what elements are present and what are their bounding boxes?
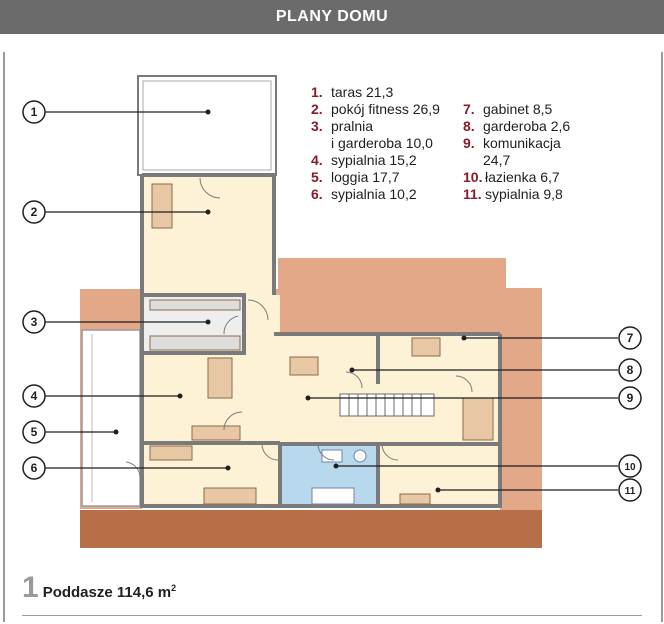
marker-4-circle — [22, 384, 46, 408]
legend-label: łazienka 6,7 — [485, 169, 560, 185]
roof-right — [278, 258, 506, 334]
leader-dots — [113, 109, 467, 493]
marker-4: 4 — [31, 389, 38, 403]
legend-item: 10.łazienka 6,7 — [463, 169, 570, 186]
legend-label: loggia 17,7 — [331, 169, 400, 185]
legend-number: 9. — [463, 135, 475, 151]
marker-5: 5 — [31, 425, 38, 439]
caption-text: Poddasze 114,6 m2 — [43, 583, 176, 601]
legend-label: sypialnia 9,8 — [485, 186, 563, 202]
legend-item: i garderoba 10,0 — [311, 135, 440, 152]
legend-item: 3. pralnia — [311, 118, 440, 135]
marker-6: 6 — [31, 461, 38, 475]
legend-column-1: 1. taras 21,3 2. pokój fitness 26,9 3. pral… — [311, 84, 440, 203]
legend-label: sypialnia 10,2 — [331, 186, 417, 202]
legend-number: 4. — [311, 152, 323, 168]
legend-item: 2. pokój fitness 26,9 — [311, 101, 440, 118]
doors — [125, 177, 473, 477]
marker-2-circle — [22, 200, 46, 224]
legend-item: 1. taras 21,3 — [311, 84, 440, 101]
marker-5-circle — [22, 420, 46, 444]
legend-number: 6. — [311, 186, 323, 202]
legend-label: i garderoba 10,0 — [331, 135, 433, 151]
marker-10: 10 — [624, 462, 636, 473]
legend-number: 7. — [463, 101, 475, 117]
marker-7-circle — [618, 326, 642, 350]
walls — [140, 173, 502, 508]
marker-1-circle — [22, 100, 46, 124]
legend-label: sypialnia 15,2 — [331, 152, 417, 168]
roof-right-lower — [500, 288, 542, 510]
room-loggia — [81, 329, 141, 507]
markers: 1 2 3 4 5 6 7 8 9 10 11 — [22, 100, 642, 502]
marker-8: 8 — [627, 363, 634, 377]
legend-label: komunikacja — [483, 135, 561, 151]
legend-number: 2. — [311, 101, 323, 117]
legend-label: pokój fitness 26,9 — [331, 101, 440, 117]
legend-item: 9. komunikacja — [463, 135, 570, 152]
page-title: PLANY DOMU — [275, 8, 389, 25]
stairs — [339, 393, 435, 417]
content-frame — [3, 52, 663, 622]
bottom-brick-strip — [80, 510, 542, 548]
marker-11-circle — [618, 478, 642, 502]
legend-item: 6. sypialnia 10,2 — [311, 186, 440, 203]
legend-label: taras 21,3 — [331, 84, 394, 100]
legend-number: 11. — [463, 186, 482, 202]
marker-6-circle — [22, 456, 46, 480]
caption-number: 1 — [22, 571, 39, 604]
caption-superscript: 2 — [171, 583, 177, 593]
legend-label: gabinet 8,5 — [483, 101, 553, 117]
legend-number: 3. — [311, 118, 323, 134]
room-terrace — [137, 75, 277, 176]
leader-lines — [44, 111, 618, 491]
bottom-rule — [22, 615, 642, 616]
legend-item: 5. loggia 17,7 — [311, 169, 440, 186]
legend-number — [463, 152, 483, 169]
legend-item: 4. sypialnia 15,2 — [311, 152, 440, 169]
legend-item: 8. garderoba 2,6 — [463, 118, 570, 135]
legend-number: 8. — [463, 118, 475, 134]
caption-label: Poddasze 114,6 m — [42, 584, 172, 601]
marker-9: 9 — [627, 391, 634, 405]
legend-number: 10. — [463, 169, 483, 185]
marker-9-circle — [618, 386, 642, 410]
marker-2: 2 — [31, 205, 38, 219]
marker-3: 3 — [31, 315, 38, 329]
marker-3-circle — [22, 310, 46, 334]
legend-number: 1. — [311, 84, 323, 100]
legend-label: pralnia — [331, 118, 374, 134]
legend-column-2: 7. gabinet 8,5 8. garderoba 2,6 9. komunika… — [463, 101, 570, 203]
marker-8-circle — [618, 358, 642, 382]
legend-label: 24,7 — [483, 152, 511, 168]
marker-1: 1 — [31, 105, 38, 119]
marker-11: 11 — [625, 486, 636, 497]
header-bar: PLANY DOMU — [0, 0, 664, 34]
marker-10-circle — [618, 454, 642, 478]
legend-item: 7. gabinet 8,5 — [463, 101, 570, 118]
legend-item: 11.sypialnia 9,8 — [463, 186, 570, 203]
terrace-inner — [142, 80, 272, 171]
legend-number — [311, 135, 331, 152]
furniture — [149, 183, 494, 505]
legend-number: 5. — [311, 169, 323, 185]
legend-label: garderoba 2,6 — [483, 118, 571, 134]
room-bedroom-11 — [378, 444, 500, 506]
floor-caption: 1 Poddasze 114,6 m2 — [22, 573, 176, 603]
marker-7: 7 — [627, 331, 634, 345]
bathroom-fixtures — [311, 449, 367, 505]
legend-item: 24,7 — [463, 152, 570, 169]
room-corridor — [244, 295, 280, 443]
